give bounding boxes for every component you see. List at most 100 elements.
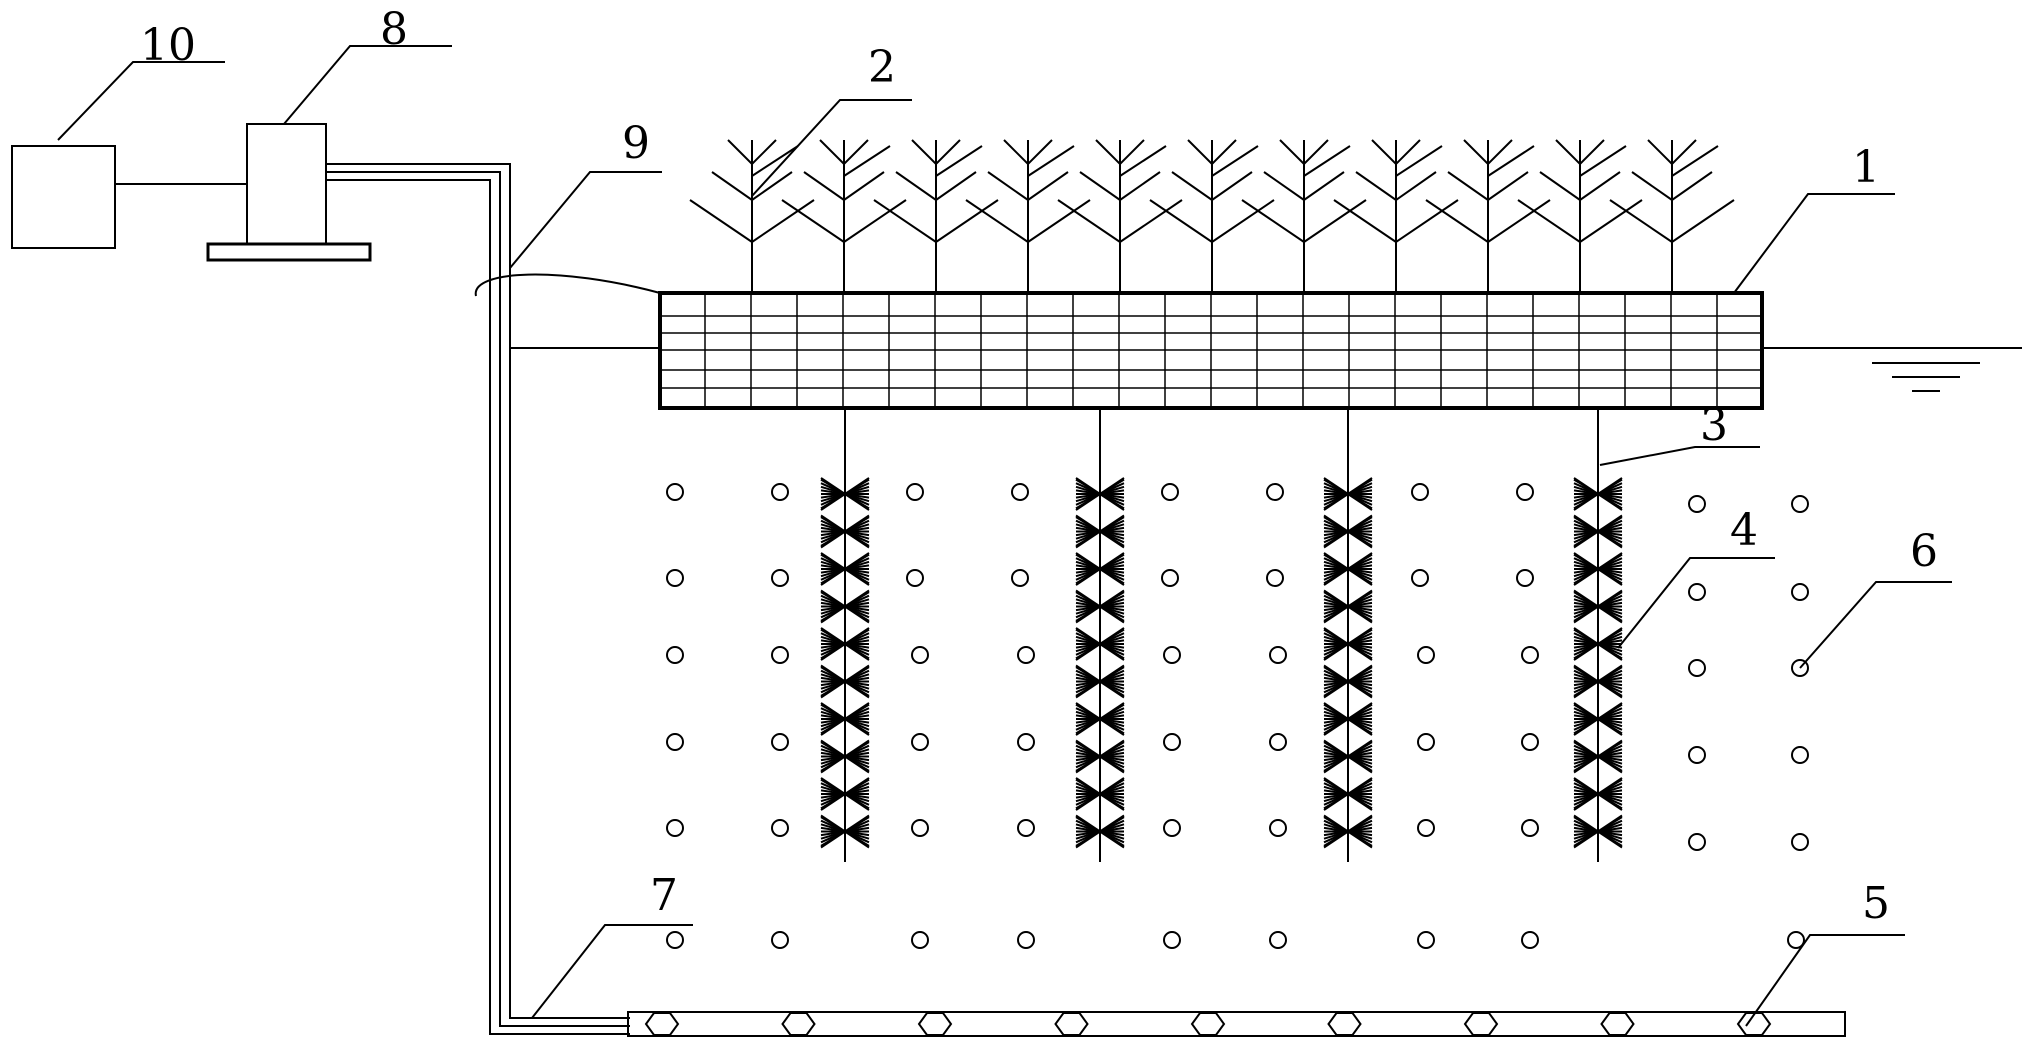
biofilm-carrier-tuft	[1573, 477, 1623, 511]
suspended-particle	[1521, 733, 1539, 751]
biofilm-carrier-group	[820, 408, 1623, 862]
suspended-particle	[666, 733, 684, 751]
biofilm-carrier-tuft	[820, 477, 870, 511]
aeration-disc	[1463, 1012, 1499, 1036]
plant-leaf	[1555, 139, 1605, 166]
suspended-particle	[1688, 583, 1706, 601]
biofilm-carrier-tuft	[1573, 514, 1623, 549]
plant-leaf	[1303, 145, 1351, 177]
label-floating-bed: 1	[1852, 142, 1880, 193]
suspended-particle	[1417, 733, 1435, 751]
suspended-particle	[911, 733, 929, 751]
suspended-particle	[771, 483, 789, 501]
biofilm-carrier-tuft	[820, 514, 870, 549]
plant-leaf	[965, 199, 1091, 244]
carrier-string	[1075, 408, 1125, 862]
label-biofilm-carrier: 4	[1730, 505, 1758, 556]
suspended-particle	[911, 646, 929, 664]
biofilm-carrier-tuft	[1075, 664, 1125, 699]
biofilm-carrier-tuft	[820, 814, 870, 849]
suspended-particle	[1017, 931, 1035, 949]
plant-leaf	[1579, 145, 1627, 177]
plant-leaf	[1057, 199, 1183, 244]
suspended-particle	[906, 569, 924, 587]
biofilm-carrier-tuft	[1573, 589, 1623, 624]
plant-leaf	[1671, 145, 1719, 177]
plant-leaf	[727, 139, 777, 166]
suspended-particle	[666, 569, 684, 587]
suspended-particle	[1266, 569, 1284, 587]
suspended-particle	[1269, 646, 1287, 664]
aeration-disc	[644, 1012, 680, 1036]
plant-leaf	[1079, 171, 1161, 202]
suspended-particle	[1688, 746, 1706, 764]
suspended-particle	[1011, 483, 1029, 501]
anchor-rope	[474, 273, 661, 297]
plant-leaf	[1187, 139, 1237, 166]
plant-leaf	[1355, 171, 1437, 202]
biofilm-carrier-tuft	[1323, 514, 1373, 549]
aeration-disc	[1190, 1012, 1226, 1036]
plant	[965, 139, 1091, 293]
biofilm-carrier-tuft	[1323, 739, 1373, 774]
biofilm-carrier-tuft	[820, 589, 870, 624]
leader-lines	[57, 45, 1952, 1027]
plant	[781, 139, 907, 293]
plant	[1517, 139, 1643, 293]
biofilm-carrier-tuft	[1573, 702, 1623, 736]
suspended-particle	[1017, 733, 1035, 751]
plant-leaf	[1463, 139, 1513, 166]
biofilm-carrier-tuft	[1323, 477, 1373, 511]
suspended-particle	[771, 569, 789, 587]
suspended-particle	[1269, 733, 1287, 751]
biofilm-carrier-tuft	[1323, 702, 1373, 736]
plant-leaf	[1425, 199, 1551, 244]
plant	[1241, 139, 1367, 293]
suspended-particle	[1791, 583, 1809, 601]
aeration-disc-group	[644, 1012, 1772, 1036]
biofilm-carrier-tuft	[1323, 664, 1373, 699]
plant-leaf	[689, 199, 815, 244]
plant-leaf	[1211, 145, 1259, 177]
biofilm-carrier-tuft	[1075, 477, 1125, 511]
suspended-particle	[1791, 495, 1809, 513]
suspended-particle	[1411, 483, 1429, 501]
biofilm-carrier-tuft	[820, 627, 870, 661]
biofilm-carrier-tuft	[1075, 552, 1125, 586]
biofilm-carrier-tuft	[1573, 814, 1623, 849]
biofilm-carrier-tuft	[820, 702, 870, 736]
water-level-symbol	[1872, 362, 1980, 392]
label-suspended-particles: 6	[1910, 526, 1938, 577]
plant-leaf	[781, 199, 907, 244]
carrier-string	[820, 408, 870, 862]
biofilm-carrier-tuft	[1573, 777, 1623, 811]
suspended-particle	[1011, 569, 1029, 587]
suspended-particle	[666, 646, 684, 664]
biofilm-carrier-tuft	[1323, 777, 1373, 811]
plant-leaf	[987, 171, 1069, 202]
plant-leaf	[1171, 171, 1253, 202]
biofilm-carrier-tuft	[1573, 627, 1623, 661]
biofilm-carrier-tuft	[820, 777, 870, 811]
biofilm-carrier-tuft	[1573, 552, 1623, 586]
plant	[1057, 139, 1183, 293]
biofilm-carrier-tuft	[1075, 777, 1125, 811]
biofilm-carrier-tuft	[820, 664, 870, 699]
plant-leaf	[1631, 171, 1713, 202]
plant-leaf	[935, 145, 983, 177]
plant-leaf	[911, 139, 961, 166]
plant-leaf	[1119, 145, 1167, 177]
biofilm-carrier-tuft	[1323, 814, 1373, 849]
suspended-particle	[1163, 931, 1181, 949]
biofilm-carrier-tuft	[1075, 589, 1125, 624]
plant-group	[689, 139, 1735, 293]
plant	[1609, 139, 1735, 293]
plant-leaf	[1647, 139, 1697, 166]
suspended-particle	[1269, 819, 1287, 837]
biofilm-carrier-tuft	[1573, 739, 1623, 774]
suspended-particle	[1791, 746, 1809, 764]
suspended-particle	[771, 733, 789, 751]
suspended-particle	[1791, 659, 1809, 677]
floating-bed	[658, 291, 1764, 410]
